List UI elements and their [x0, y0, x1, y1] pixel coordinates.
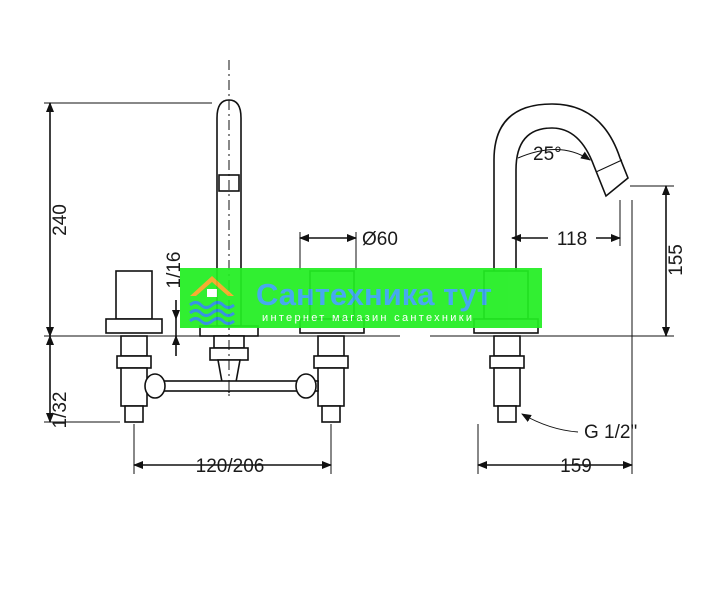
dim-d60-label: Ø60 — [362, 229, 398, 250]
dim-1-32-label: 1/32 — [50, 392, 71, 429]
left-coupling — [144, 373, 166, 399]
right-valve-nut — [313, 355, 349, 369]
dim-118-bg — [548, 226, 596, 248]
side-spout — [493, 103, 629, 327]
side-spout-tip-line — [595, 159, 623, 173]
watermark-title: Сантехника тут — [256, 277, 492, 312]
connecting-pipe — [146, 380, 319, 392]
left-valve-tail — [124, 405, 144, 423]
dim-angle-arc — [517, 149, 591, 161]
house-icon — [190, 276, 234, 297]
dim-159-label: 159 — [560, 456, 592, 477]
left-valve-nut — [116, 355, 152, 369]
side-valve-body — [493, 367, 521, 407]
right-valve-top — [317, 335, 345, 357]
left-handle — [115, 270, 153, 320]
side-valve-top — [493, 335, 521, 357]
watermark-band — [180, 268, 542, 328]
left-valve-body — [120, 367, 148, 407]
watermark: Сантехника тут интернет магазин сантехни… — [180, 268, 542, 328]
thread-label: G 1/2" — [584, 422, 637, 443]
dim-240-label: 240 — [50, 204, 71, 236]
right-valve-tail — [321, 405, 341, 423]
right-coupling — [295, 373, 317, 399]
side-valve-tail — [497, 405, 517, 423]
dim-1-16-label: 1/16 — [164, 252, 185, 289]
dim-155-label: 155 — [666, 244, 687, 276]
dim-118-label: 118 — [557, 229, 587, 250]
right-valve-body — [317, 367, 345, 407]
dim-spread-label: 120/206 — [196, 456, 265, 477]
watermark-subtitle: интернет магазин сантехники — [262, 312, 474, 324]
left-handle-base — [105, 318, 163, 334]
left-valve-top — [120, 335, 148, 357]
thread-leader — [521, 413, 579, 433]
side-valve-nut — [489, 355, 525, 369]
water-waves-icon — [189, 301, 235, 325]
dim-angle-label: 25° — [533, 144, 562, 165]
